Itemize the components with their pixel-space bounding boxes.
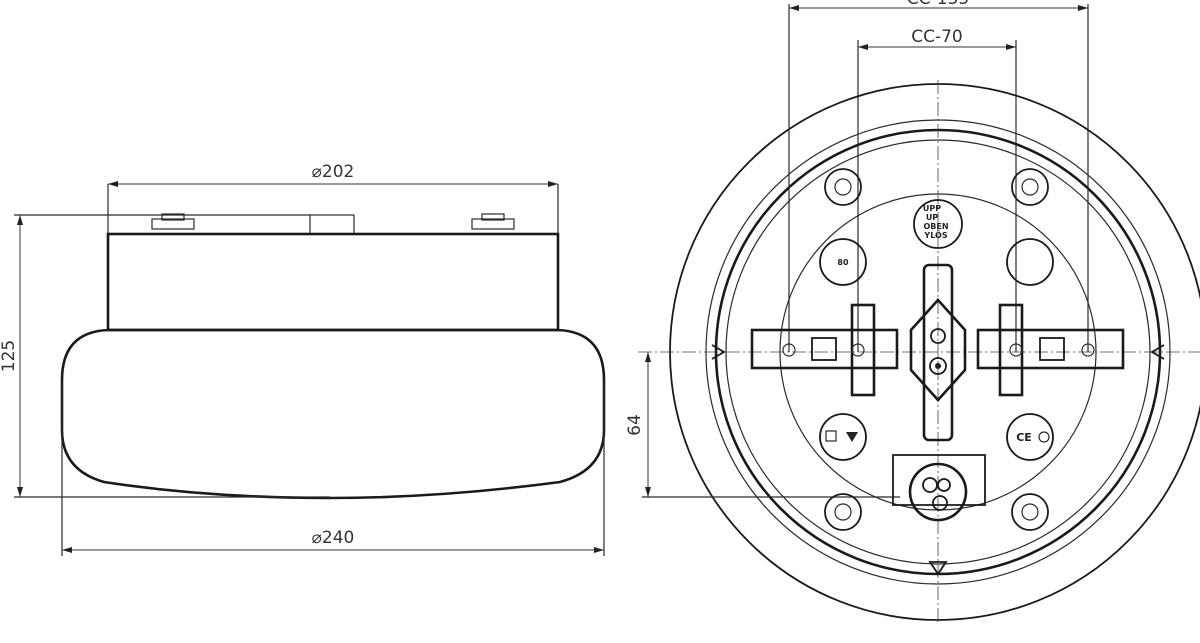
terminal-block <box>750 263 1125 442</box>
side-view: ⌀202 125 ⌀240 <box>0 162 606 556</box>
direction-label-circle <box>913 199 963 249</box>
dim-offset: 64 <box>625 414 645 436</box>
svg-text:YLÖS: YLÖS <box>923 230 947 240</box>
base-cap <box>106 232 560 332</box>
dim-bottom-diameter: ⌀240 <box>312 528 355 548</box>
dim-cc-inner: CC-70 <box>911 27 963 47</box>
class-symbol-circle <box>819 413 867 461</box>
glass-diffuser <box>60 328 606 500</box>
rating-label: 80 <box>837 258 849 267</box>
svg-text:UP: UP <box>926 213 938 222</box>
svg-text:OBEN: OBEN <box>923 222 948 231</box>
screw-holes <box>824 168 1049 531</box>
mount-screw-left <box>151 218 195 230</box>
svg-text:UPP: UPP <box>923 204 941 213</box>
svg-text:CE: CE <box>1016 431 1032 444</box>
dim-top-diameter: ⌀202 <box>312 162 355 182</box>
dim-height: 125 <box>0 340 19 372</box>
bottom-view: CC-135 CC-70 64 UPP UP OBEN YLÖS 80 CE <box>625 0 1200 625</box>
cable-entry <box>908 462 968 522</box>
mount-screw-right <box>471 218 515 230</box>
cable-inlet <box>309 214 355 235</box>
dim-cc-outer: CC-135 <box>907 0 969 9</box>
ce-mark-circle <box>1006 413 1054 461</box>
